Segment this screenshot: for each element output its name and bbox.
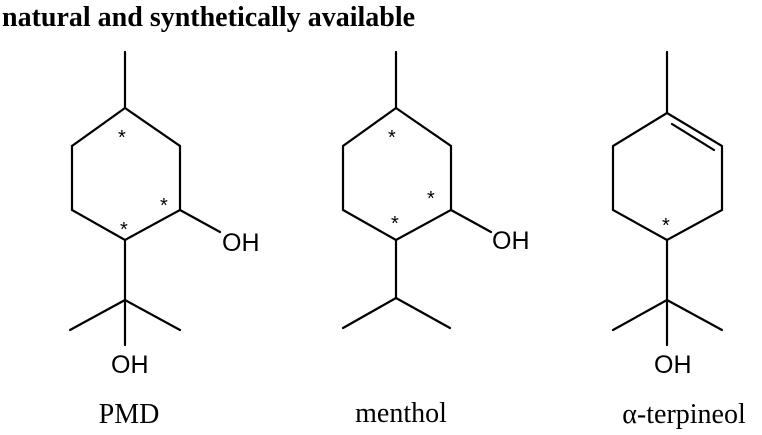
molecule-menthol: * * * OH menthol [341, 50, 530, 429]
stereocenter-mark: * [160, 195, 168, 217]
bond [611, 298, 669, 332]
name-suffix: -terpineol [637, 399, 746, 430]
bond [665, 298, 724, 332]
hydroxyl-label: OH [111, 351, 149, 379]
molecule-pmd: * * * OH OH PMD [68, 50, 260, 430]
bond [178, 208, 222, 234]
molecule-name: menthol [355, 398, 447, 429]
bond [449, 208, 493, 234]
hydroxyl-label: OH [222, 229, 260, 257]
hydroxyl-label: OH [654, 351, 692, 379]
molecule-name: α-terpineol [622, 399, 746, 430]
heading: natural and synthetically available [2, 2, 416, 33]
bond [123, 298, 182, 332]
name-prefix: α [622, 399, 637, 430]
molecule-alpha-terpineol: * OH α-terpineol [611, 50, 746, 430]
stereocenter-mark: * [391, 213, 399, 235]
molecule-name: PMD [99, 399, 160, 430]
stereocenter-mark: * [427, 188, 435, 210]
bond [341, 296, 398, 330]
stereocenter-mark: * [118, 127, 126, 149]
hydroxyl-label: OH [492, 227, 530, 255]
stereocenter-mark: * [388, 127, 396, 149]
stereocenter-mark: * [662, 215, 670, 237]
bond [394, 296, 452, 330]
stereocenter-mark: * [120, 219, 128, 241]
double-bond [670, 122, 716, 152]
bond [68, 298, 127, 332]
